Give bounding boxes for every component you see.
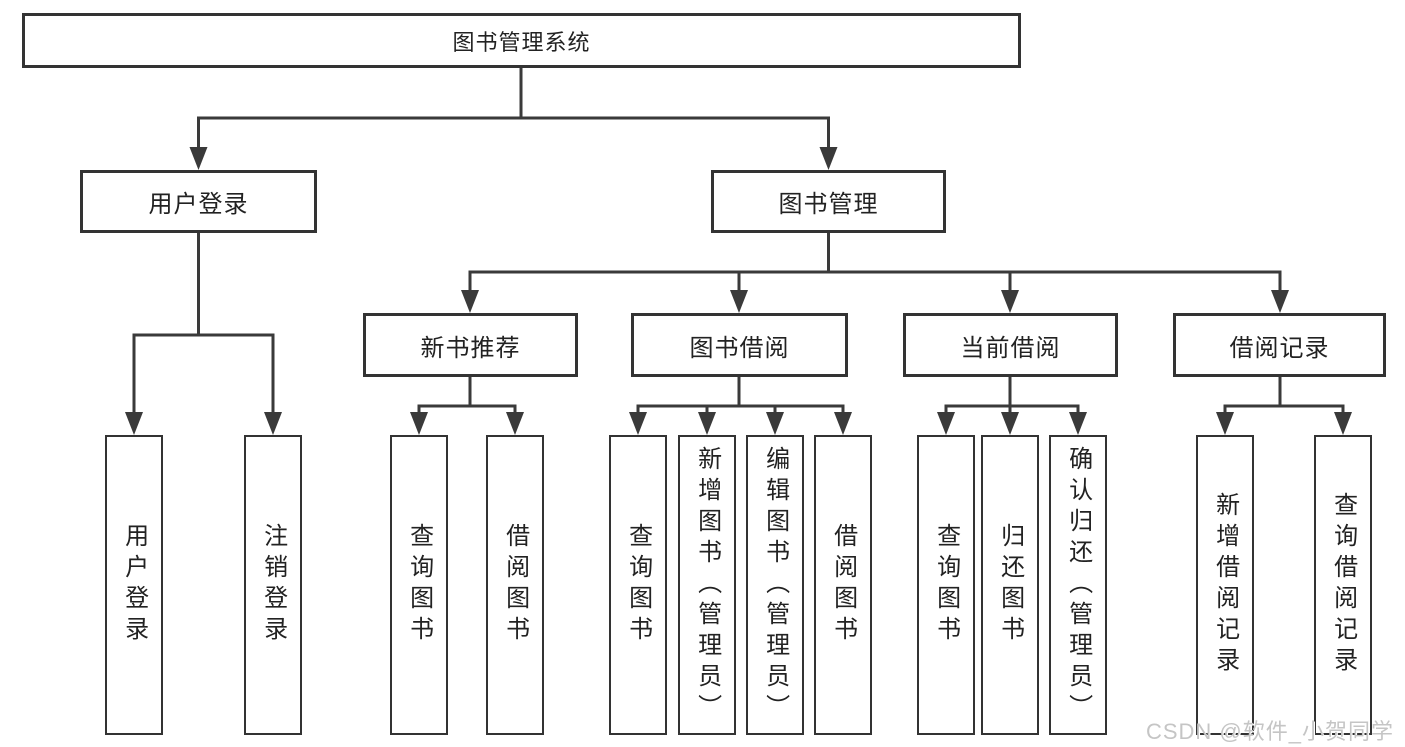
- connector-book-borrowing-branch: [629, 377, 852, 435]
- leaf-br-query-record: 查询借阅记录: [1314, 435, 1372, 735]
- connector-root-to-level2: [189, 68, 838, 170]
- node-book-borrowing: 图书借阅: [631, 313, 848, 377]
- leaf-nbr-query-books-label: 查询图书: [405, 523, 433, 647]
- leaf-bb-borrow-books: 借阅图书: [814, 435, 872, 735]
- leaf-cb-query-books-label: 查询图书: [932, 523, 960, 647]
- leaf-bb-query-books-label: 查询图书: [624, 523, 652, 647]
- node-book-management: 图书管理: [711, 170, 946, 233]
- connector-book-management-to-level3: [461, 233, 1289, 313]
- leaf-cb-return-books-label: 归还图书: [996, 523, 1024, 647]
- leaf-bb-add-books-admin: 新增图书（管理员）: [678, 435, 736, 735]
- csdn-watermark: CSDN @软件_小贺同学: [1145, 719, 1394, 744]
- node-borrowing-records: 借阅记录: [1173, 313, 1386, 377]
- connector-user-login-branch: [125, 233, 282, 435]
- leaf-bb-query-books: 查询图书: [609, 435, 667, 735]
- leaf-br-add-record-label: 新增借阅记录: [1211, 492, 1239, 678]
- leaf-cb-confirm-return-admin-label: 确认归还（管理员）: [1064, 445, 1092, 725]
- leaf-nbr-borrow-books: 借阅图书: [486, 435, 544, 735]
- leaf-nbr-borrow-books-label: 借阅图书: [501, 523, 529, 647]
- leaf-bb-borrow-books-label: 借阅图书: [829, 523, 857, 647]
- leaf-bb-edit-books-admin: 编辑图书（管理员）: [746, 435, 804, 735]
- leaf-logout: 注销登录: [244, 435, 302, 735]
- leaf-cb-return-books: 归还图书: [981, 435, 1039, 735]
- leaf-logout-label: 注销登录: [259, 523, 287, 647]
- leaf-cb-confirm-return-admin: 确认归还（管理员）: [1049, 435, 1107, 735]
- leaf-br-add-record: 新增借阅记录: [1196, 435, 1254, 735]
- node-new-book-recommend: 新书推荐: [363, 313, 578, 377]
- connector-new-book-recommend-branch: [410, 377, 524, 435]
- connector-borrowing-records-branch: [1216, 377, 1352, 435]
- connector-current-borrowing-branch: [937, 377, 1087, 435]
- node-library-management-system: 图书管理系统: [22, 13, 1021, 68]
- leaf-bb-add-books-admin-label: 新增图书（管理员）: [693, 445, 721, 725]
- leaf-br-query-record-label: 查询借阅记录: [1329, 492, 1357, 678]
- leaf-nbr-query-books: 查询图书: [390, 435, 448, 735]
- node-current-borrowing: 当前借阅: [903, 313, 1118, 377]
- node-user-login: 用户登录: [80, 170, 317, 233]
- leaf-bb-edit-books-admin-label: 编辑图书（管理员）: [761, 445, 789, 725]
- leaf-user-login: 用户登录: [105, 435, 163, 735]
- leaf-cb-query-books: 查询图书: [917, 435, 975, 735]
- leaf-user-login-label: 用户登录: [120, 523, 148, 647]
